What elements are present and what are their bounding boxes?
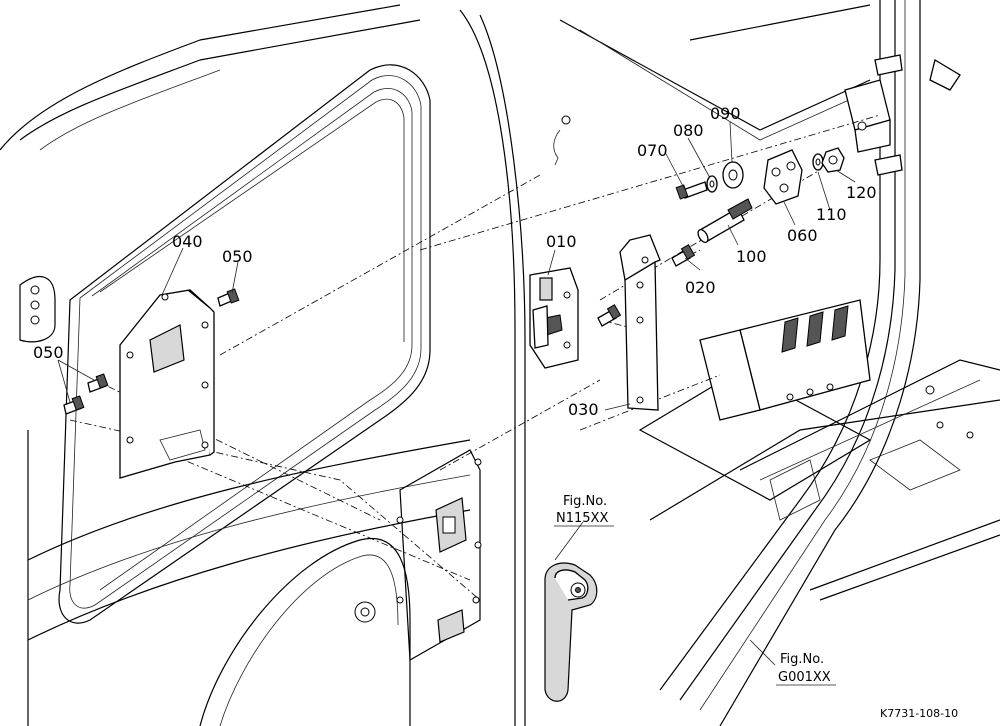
bolt-050-lower-a [87,373,109,393]
bolt-050-lower-b [63,395,85,415]
door-handle [544,562,598,702]
label-090: 090 [710,104,741,123]
nut-120 [821,147,845,173]
label-020: 020 [685,278,716,297]
label-010: 010 [546,232,577,251]
handle-ref-title: Fig.No. [563,494,607,509]
frame-ref-code: G001XX [778,670,831,685]
label-100: 100 [736,247,767,266]
pin-100 [697,198,753,244]
bolt-020 [597,244,696,327]
label-070: 070 [637,141,668,160]
label-120: 120 [846,183,877,202]
plate-090 [722,161,744,189]
cab-frame [553,0,1000,726]
hinge-plate-060 [763,149,803,205]
label-050-lower: 050 [33,343,64,362]
part-labels: 040 050 050 010 020 030 060 070 080 090 … [33,104,877,419]
bolt-050-upper [217,288,240,307]
bolt-070 [675,181,708,200]
bracket-040 [119,289,215,479]
label-080: 080 [673,121,704,140]
drawing-code: K7731-108-10 [880,707,958,720]
washer-080 [706,175,718,193]
label-110: 110 [816,205,847,224]
striker-plate-030 [619,234,661,411]
door-panel [0,4,526,726]
leader-lines [57,121,856,666]
lock-assembly-010 [529,267,579,369]
label-030: 030 [568,400,599,419]
label-050-upper: 050 [222,247,253,266]
frame-ref-title: Fig.No. [780,652,824,667]
figure-ref-handle: Fig.No. N115XX [554,494,614,527]
label-060: 060 [787,226,818,245]
handle-ref-code: N115XX [556,511,608,526]
washer-110 [812,153,824,171]
figure-ref-frame: Fig.No. G001XX [776,652,836,686]
label-040: 040 [172,232,203,251]
